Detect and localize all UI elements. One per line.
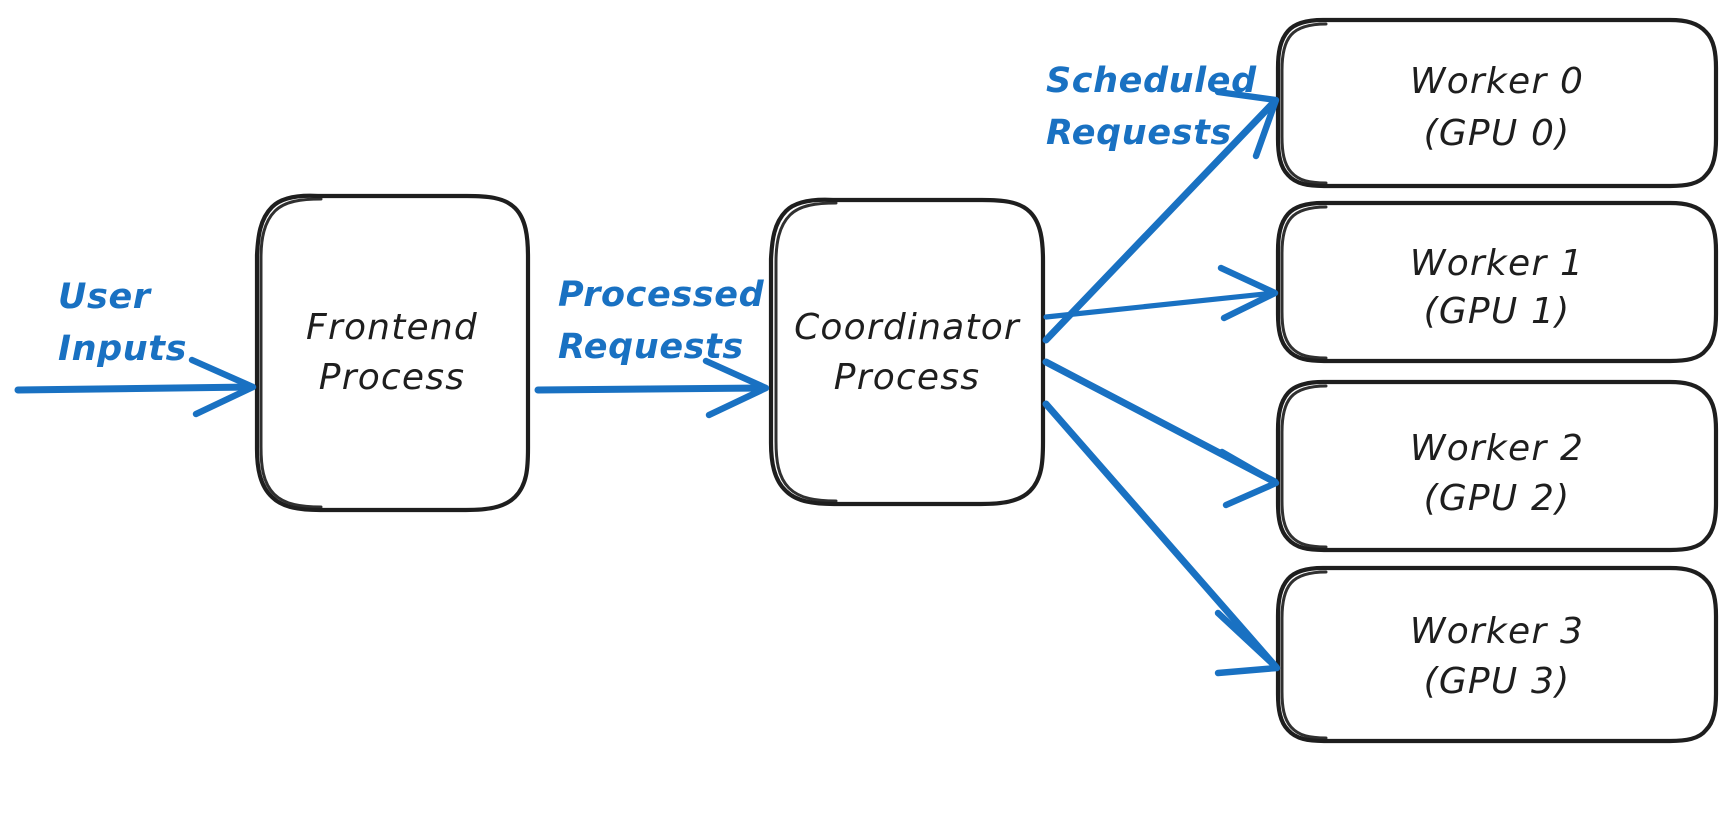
frontend-box-label-line2: Process <box>319 357 465 398</box>
worker3-box-outline <box>1275 565 1719 744</box>
worker3-arrow-shaft <box>1042 400 1280 671</box>
worker1-box-label-line1: Worker 1 <box>1410 243 1584 284</box>
worker3-box-sketch-overlay <box>1280 570 1328 740</box>
edge-user-inputs-to-frontend <box>14 356 257 418</box>
processed-requests-arrow-head <box>702 357 770 419</box>
worker2-box-outline <box>1275 379 1719 553</box>
edge-coordinator-to-worker2 <box>1042 358 1280 509</box>
frontend-box-sketch-overlay <box>259 197 323 509</box>
worker0-box-label-line1: Worker 0 <box>1410 61 1584 102</box>
worker2-arrow-head <box>1218 448 1280 509</box>
worker3-arrow-head <box>1214 609 1281 677</box>
worker1-box-label-line2: (GPU 1) <box>1424 291 1571 332</box>
worker1-box-outline <box>1275 200 1719 364</box>
user-inputs-arrow-shaft <box>14 383 256 394</box>
edge-coordinator-to-worker1 <box>1043 264 1279 322</box>
coordinator-box-label-line1: Coordinator <box>794 307 1021 348</box>
node-worker-1[interactable]: Worker 1 (GPU 1) <box>1275 200 1719 364</box>
node-worker-0[interactable]: Worker 0 (GPU 0) <box>1275 17 1719 189</box>
user-inputs-arrow-head <box>188 356 257 418</box>
worker3-box-label-line2: (GPU 3) <box>1424 661 1571 702</box>
node-coordinator-process[interactable]: Coordinator Process <box>768 197 1046 507</box>
processed-requests-label-line1: Processed <box>558 275 765 315</box>
user-inputs-label-line1: User <box>58 277 153 317</box>
scheduled-requests-label-line1: Scheduled <box>1046 61 1257 101</box>
worker0-arrow-shaft <box>1042 97 1279 344</box>
worker1-arrow-shaft <box>1043 290 1277 320</box>
coordinator-box-label-line2: Process <box>834 357 980 398</box>
scheduled-requests-label-line2: Requests <box>1046 113 1232 153</box>
worker2-box-label-line2: (GPU 2) <box>1424 478 1571 519</box>
worker0-arrow-head <box>1214 88 1280 160</box>
label-scheduled-requests: Scheduled Requests <box>1046 61 1257 153</box>
worker1-box-sketch-overlay <box>1280 205 1328 360</box>
frontend-box-label-line1: Frontend <box>306 307 478 348</box>
edge-frontend-to-coordinator <box>534 357 770 419</box>
worker0-box-label-line2: (GPU 0) <box>1424 113 1571 154</box>
node-worker-2[interactable]: Worker 2 (GPU 2) <box>1275 379 1719 553</box>
edge-coordinator-to-worker3 <box>1042 400 1281 677</box>
processed-requests-label-line2: Requests <box>558 327 744 367</box>
worker2-box-sketch-overlay <box>1280 384 1328 549</box>
edge-coordinator-to-worker0 <box>1042 88 1280 344</box>
node-worker-3[interactable]: Worker 3 (GPU 3) <box>1275 565 1719 744</box>
coordinator-box-sketch-overlay <box>774 201 838 503</box>
label-processed-requests: Processed Requests <box>558 275 765 367</box>
coordinator-box-outline <box>768 197 1046 507</box>
worker0-box-outline <box>1275 17 1719 189</box>
worker3-box-label-line1: Worker 3 <box>1410 611 1584 652</box>
label-user-inputs: User Inputs <box>58 277 187 369</box>
worker0-box-sketch-overlay <box>1280 22 1328 185</box>
node-frontend-process[interactable]: Frontend Process <box>254 193 531 513</box>
worker1-arrow-head <box>1217 264 1279 322</box>
frontend-box-outline <box>254 193 531 513</box>
processed-requests-arrow-shaft <box>534 384 769 394</box>
worker2-box-label-line1: Worker 2 <box>1410 428 1584 469</box>
user-inputs-label-line2: Inputs <box>58 329 187 369</box>
